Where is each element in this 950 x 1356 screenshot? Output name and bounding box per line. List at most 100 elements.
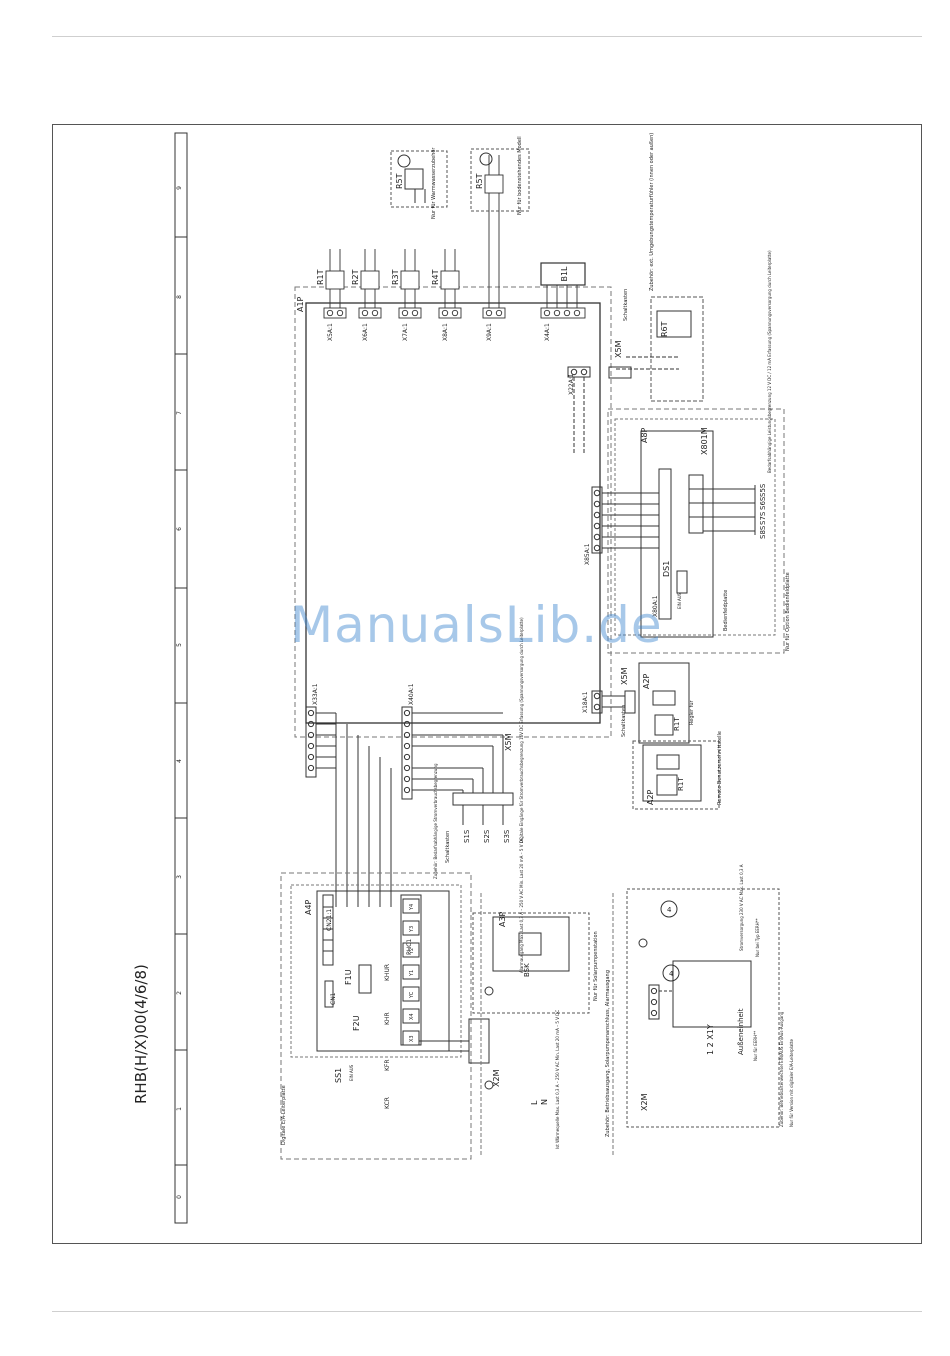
s6s-label: S6S [759,496,767,510]
ruler-1: 1 [176,1107,183,1111]
note-zubehoer-aussen: Zubehör: ext. Umgebungstemperaturfühler … [649,133,655,291]
schaltkasten-left: Schaltkasten [445,831,451,863]
ruler-5: 5 [176,643,183,647]
s7s-label: S7S [759,511,767,525]
ruler-6: 6 [176,527,183,531]
ruler-3: 3 [176,875,183,879]
bivalent-labels: X2M Außeneinheit 1 2 X1Y 4 4 Nur für EER… [640,864,794,1127]
sensor-labels: R1T R2T R3T R4T R5T R5T B1L X5A:1 X6A:1 … [316,173,569,341]
note-option-bedienfeld: Nur für Option Bedienfeldplatte [785,572,791,651]
ruler-9: 9 [176,186,183,190]
bivalent-panel [626,888,780,1128]
a3p-label: A3P [498,911,507,927]
a4p-labels: A4P CN21:1 F1U F2U CN1 SS1 EIN AUS PHC1 … [281,837,611,1149]
wiring-diagram: 9 8 7 6 5 4 3 2 1 0 A1P [174,132,794,1224]
x18a-label: X18A:1 [582,691,589,713]
note-zubehoer-left: Zubehör: Bedarfsabhängige Stromverbrauch… [433,763,438,879]
note-bedarf: Bedarfsabhängige Leistungsbegrenzung 12 … [767,250,772,473]
cn21-label: CN21:1 [326,909,333,931]
x22a-block [567,296,704,455]
khr-label: KHR [384,1012,391,1025]
a1p-label: A1P [296,296,305,312]
a8p-label: A8P [640,427,649,443]
note-zubehoer-bivalent: Zubehör: Betriebsartenwechsel EIN/AUS Ei… [779,1011,784,1127]
ss1-ein-aus: EIN AUS [349,1064,354,1081]
yc-label: YC [409,991,415,999]
r4t-label: R4T [431,269,440,285]
ruler-2: 2 [176,991,183,995]
x33a-label: X33A:1 [312,683,319,705]
a2p-left-labels: A2P R1T Remote-Benutzerschnittstelle [646,731,723,805]
y3-label: Y3 [409,926,415,933]
x5m-bottom-label: X5M [504,733,513,751]
accessory-sensors [397,152,493,203]
note-speisung: Stromversorgung 230 V AC Max. Last 0,3 A [739,864,744,951]
circle-4-a: 4 [667,906,672,914]
x18a-labels: X18A:1 X5M A2P R1T Schaltkasten Regler f… [582,667,695,737]
grid-ruler: 9 8 7 6 5 4 3 2 1 0 [174,132,188,1224]
y2-label: Y2 [409,948,415,955]
note-digitale: Digitale Eingänge für Stromverbrauchsbeg… [519,617,524,843]
r3t-label: R3T [391,269,400,285]
r5t-label-a: R5T [395,173,404,189]
x18a-block [591,662,690,744]
schaltkasten-top: Schaltkasten [623,289,629,321]
note-betriebs: Ist Wärmequelle Max. Last 0,3 A – 250 V … [555,1010,560,1149]
note-warmwasser: Nur für Warmwasserzubehör [431,147,437,219]
x6a-label: X6A:1 [362,323,369,341]
note-eerh: Nur für EERH** [753,1031,758,1061]
model-title: RHB(H/X)00(4/6/8) [132,964,150,1104]
x2m-bottom-label: X2M [640,1093,649,1111]
accessory-labels: Nur für Warmwasserzubehör Nur für bodens… [431,136,523,219]
note-remote: Remote-Benutzerschnittstelle [717,731,723,805]
note-solar: Nur für Solarpumpenstation [593,931,599,1001]
x5a-label: X5A:1 [327,323,334,341]
x5m-mid-label: X5M [620,667,629,685]
a4p-label: A4P [304,899,313,915]
x5m-top-label: X5M [614,340,623,358]
kfr-label: KFR [384,1059,391,1071]
kcr-label: KCR [384,1097,391,1109]
f1u-label: F1U [344,969,353,985]
s1s-label: S1S [463,829,471,843]
n-label: N [540,1099,549,1105]
r5t-label-b: R5T [475,173,484,189]
s2s-label: S2S [483,829,491,843]
s3s-label: S3S [503,829,511,843]
note-alarm: Alarmausgang Max. Last 0,3 A – 250 V AC … [519,837,524,973]
y1-label: Y1 [409,970,415,977]
khur-label: KHUR [384,964,391,981]
y4-label: Y4 [409,904,415,911]
x8a-label: X8A:1 [442,323,449,341]
a2p-left-label: A2P [646,789,655,805]
x85a-label: X85A:1 [584,543,591,565]
ds1-label: DS1 [662,561,671,577]
a8p-panel [591,408,785,654]
note-boden: Nur für bodenstehendes Modell [517,136,523,215]
x40a-label: X40A:1 [408,683,415,705]
ruler-0: 0 [176,1195,183,1199]
a2p-left [632,740,720,810]
ausseneinheit-label: Außeneinheit [737,1008,745,1055]
watermark: ManualsLib.de [290,596,663,654]
b1l-label: B1L [560,266,569,282]
x4a-label: X4A:1 [544,323,551,341]
ruler-7: 7 [176,411,183,415]
note-nur-version: Nur für Version mit digitaler E/A-Leiter… [789,1038,794,1127]
bottom-rule [52,1311,922,1312]
x33a-labels: X33A:1 X40A:1 X5M S1S S2S S3S Schaltkast… [312,617,524,879]
s5s-label: S5S [759,483,767,497]
x22a-labels: X22A:1 X5M R6T Schaltkasten Zubehör: ext… [568,133,669,395]
x33a-x40a [305,706,514,907]
sensor-connectors [323,155,586,319]
x4-label: X4 [409,1013,415,1020]
schaltkasten-mid: Schaltkasten [621,705,627,737]
r6t-label: R6T [660,321,669,337]
ss1-label: SS1 [334,1068,343,1083]
f2u-label: F2U [352,1015,361,1031]
a1p-board: A1P [294,286,612,738]
x3-label: X3 [409,1035,415,1042]
l-label: L [530,1100,539,1105]
a2p-right-label: A2P [642,673,651,689]
r1t-a2p-left: R1T [677,777,685,791]
